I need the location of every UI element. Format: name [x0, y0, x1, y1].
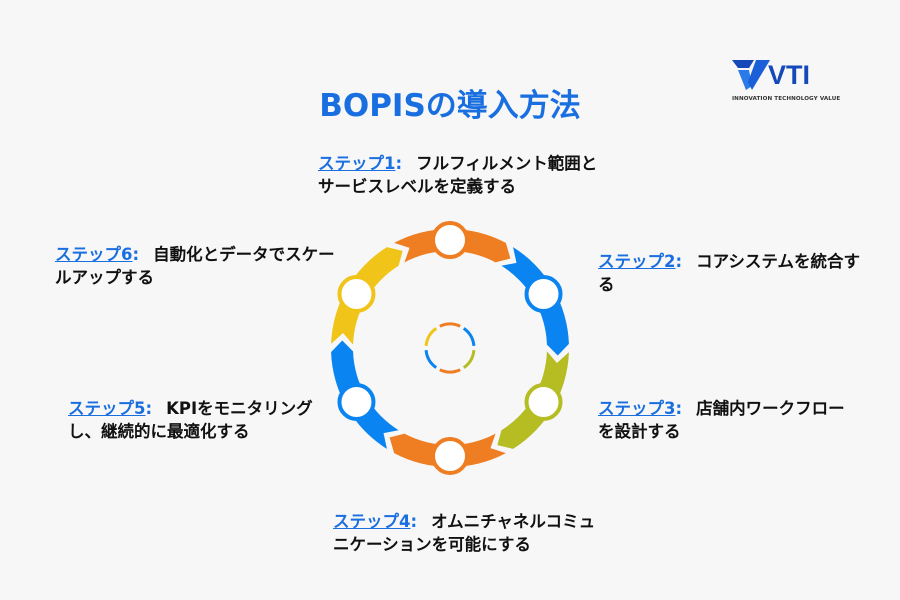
- step-node-6: [337, 275, 376, 313]
- step-2: ステップ2:コアシステムを統合する: [598, 250, 860, 296]
- logo-tagline: INNOVATION TECHNOLOGY VALUE: [732, 96, 841, 102]
- center-ring-arc-2: [462, 327, 476, 347]
- step-5-text: KPIをモニタリングし、継続的に最適化する: [68, 399, 313, 441]
- step-3-sep: :: [675, 399, 683, 418]
- step-node-5: [337, 383, 376, 421]
- step-node-2: [524, 275, 563, 313]
- vti-logo-icon: [732, 60, 770, 90]
- step-node-1: [431, 221, 469, 259]
- step-6-text: 自動化とデータでスケールアップする: [55, 245, 335, 287]
- logo-text: VTI: [768, 60, 811, 90]
- step-5-label[interactable]: ステップ5: [68, 399, 146, 418]
- step-6-sep: :: [132, 245, 140, 264]
- step-5-sep: :: [145, 399, 153, 418]
- center-ring-arc-5: [424, 349, 438, 369]
- step-2-text: コアシステムを統合する: [598, 252, 860, 294]
- step-4: ステップ4:オムニチャネルコミュニケーションを可能にする: [333, 510, 601, 556]
- step-5: ステップ5:KPIをモニタリングし、継続的に最適化する: [68, 397, 324, 443]
- step-1-sep: :: [395, 154, 403, 173]
- step-4-text: オムニチャネルコミュニケーションを可能にする: [333, 512, 596, 554]
- center-ring-arc-3: [462, 349, 476, 369]
- step-6-label[interactable]: ステップ6: [55, 245, 133, 264]
- step-node-3: [524, 383, 563, 421]
- step-2-label[interactable]: ステップ2: [598, 252, 676, 271]
- step-3-text: 店舗内ワークフローを設計する: [598, 399, 845, 441]
- step-3-label[interactable]: ステップ3: [598, 399, 676, 418]
- step-1-label[interactable]: ステップ1: [318, 154, 396, 173]
- step-2-sep: :: [675, 252, 683, 271]
- step-6: ステップ6:自動化とデータでスケールアップする: [55, 243, 340, 289]
- step-3: ステップ3:店舗内ワークフローを設計する: [598, 397, 860, 443]
- center-ring-arc-4: [439, 368, 461, 374]
- center-ring-arc-6: [424, 327, 438, 347]
- step-1: ステップ1:フルフィルメント範囲とサービスレベルを定義する: [318, 152, 602, 198]
- center-ring-arc-1: [439, 322, 461, 328]
- page-title: BOPISの導入方法: [319, 88, 581, 124]
- step-4-label[interactable]: ステップ4: [333, 512, 411, 531]
- step-4-sep: :: [410, 512, 418, 531]
- step-node-4: [431, 437, 469, 475]
- vti-logo: VTI INNOVATION TECHNOLOGY VALUE: [732, 58, 842, 110]
- step-1-text: フルフィルメント範囲とサービスレベルを定義する: [318, 154, 598, 196]
